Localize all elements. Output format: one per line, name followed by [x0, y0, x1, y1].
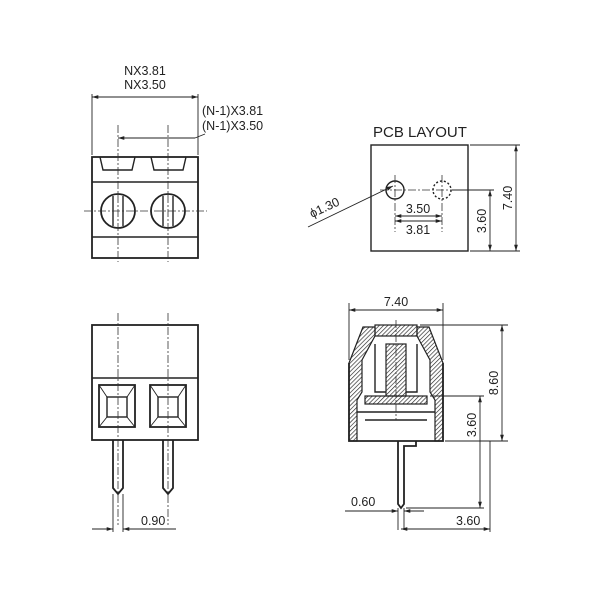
pcb-layout-frame: [370, 144, 469, 252]
wire-entry-1: [98, 384, 136, 428]
housing-right-wall: [416, 326, 444, 442]
pcb-height-label: 7.40: [501, 186, 515, 210]
pin-offset-label: 3.60: [465, 413, 479, 437]
side-width-label: 7.40: [384, 295, 408, 309]
pin-width-label: 0.90: [141, 514, 165, 528]
top-view: NX3.81 NX3.50 (N-1)X3.81 (N-1)X3.50: [84, 64, 263, 262]
hole-diameter-label: ϕ1.30: [307, 195, 341, 221]
pcb-pitch-label-b: 3.81: [406, 223, 430, 237]
housing-left-wall: [348, 326, 376, 442]
screw-cavity: [374, 344, 418, 393]
overall-pitch-label-b: NX3.50: [124, 78, 166, 92]
top-view-body: [91, 156, 199, 259]
pcb-pitch-label-a: 3.50: [406, 202, 430, 216]
housing-outline: [348, 363, 444, 442]
pin-length-label: 3.60: [456, 514, 480, 528]
pcb-layout-title: PCB LAYOUT: [373, 124, 467, 141]
side-pin: [397, 441, 417, 510]
pin-2: [162, 440, 174, 496]
overall-pitch-label-a: NX3.81: [124, 64, 166, 78]
side-height-label: 8.60: [487, 371, 501, 395]
side-view: 7.40 8.60 3.60 0.60 3.60: [345, 295, 508, 532]
pin-1: [112, 440, 124, 496]
inner-pitch-label-b: (N-1)X3.50: [202, 119, 263, 133]
inner-pitch-leader: [194, 133, 206, 139]
wire-entry-2: [149, 384, 187, 428]
front-view: 0.90: [91, 313, 199, 532]
pcb-layout-view: PCB LAYOUT ϕ1.30 3.50 3.81 7.40 3.60: [307, 124, 520, 252]
hole-diameter-leader: [307, 185, 394, 228]
pcb-hole-offset-label: 3.60: [475, 209, 489, 233]
inner-pitch-label-a: (N-1)X3.81: [202, 104, 263, 118]
front-view-body: [91, 324, 199, 441]
pin-thickness-label: 0.60: [351, 495, 375, 509]
top-view-notches: [99, 156, 187, 171]
